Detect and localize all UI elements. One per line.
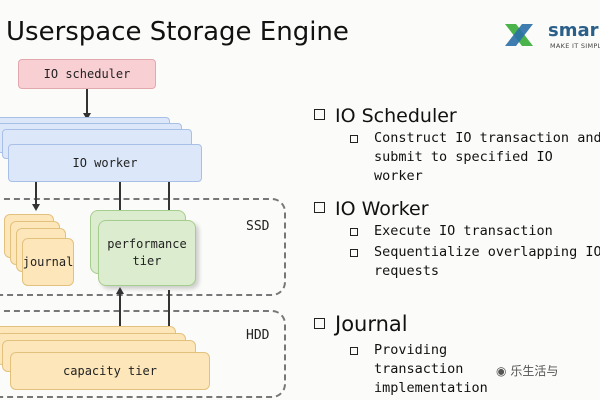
slide-title: Userspace Storage Engine [6,17,349,47]
arrow-head [32,204,40,211]
arrow-perf-capacity [119,290,121,330]
chat-bubble-icon: ◉ [496,364,507,378]
bullet-heading-journal: Journal [314,312,408,336]
capacity-tier-box: capacity tier [10,352,210,390]
io-worker-box: IO worker [8,144,202,182]
bullet-item-text: Sequentialize overlapping IO requests [374,244,600,279]
journal-box: journal [22,238,74,286]
logo-name: smar [548,20,599,41]
arrow-worker-journal [35,182,37,206]
bullet-item-text: Construct IO transaction and submit to s… [374,130,600,184]
bullet-item: Execute IO transaction [350,222,600,242]
square-bullet-icon [350,347,358,355]
watermark-text: 乐生活与 [510,364,559,378]
performance-tier-box: performance tier [98,220,196,286]
arrow-head [116,287,124,294]
bullet-heading-io-worker: IO Worker [314,197,429,221]
hdd-label: HDD [246,328,270,343]
arrow-perf-capacity-2 [168,290,170,330]
logo-mark-icon [505,24,533,46]
bullet-heading-io-scheduler: IO Scheduler [314,104,457,128]
square-bullet-icon [350,228,358,236]
square-bullet-icon [350,135,358,143]
bullet-item-text: Execute IO transaction [374,223,553,239]
arrow-scheduler-worker [86,89,88,115]
bullet-item-text: Providing transaction implementation [374,342,488,396]
logo: smar MAKE IT SIMPLE [502,18,600,58]
bullet-heading-text: IO Scheduler [335,105,457,127]
arrow-worker-perf [119,182,121,212]
bullet-item: Providing transaction implementation [350,341,600,396]
square-bullet-icon [350,249,358,257]
arrow-worker-perf-2 [168,182,170,212]
io-scheduler-box: IO scheduler [18,59,156,89]
square-bullet-icon [314,109,325,120]
bullet-item: Construct IO transaction and submit to s… [350,129,600,184]
bullet-heading-text: IO Worker [335,198,429,220]
bullet-heading-text: Journal [335,312,408,336]
watermark: ◉ 乐生活与 [496,362,558,379]
logo-tagline: MAKE IT SIMPLE [550,42,600,50]
ssd-region [0,198,286,296]
hdd-region [0,310,286,398]
square-bullet-icon [314,202,325,213]
square-bullet-icon [314,318,325,329]
bullet-item: Sequentialize overlapping IO requests [350,243,600,283]
arrow-head [83,113,91,120]
ssd-label: SSD [246,219,270,234]
